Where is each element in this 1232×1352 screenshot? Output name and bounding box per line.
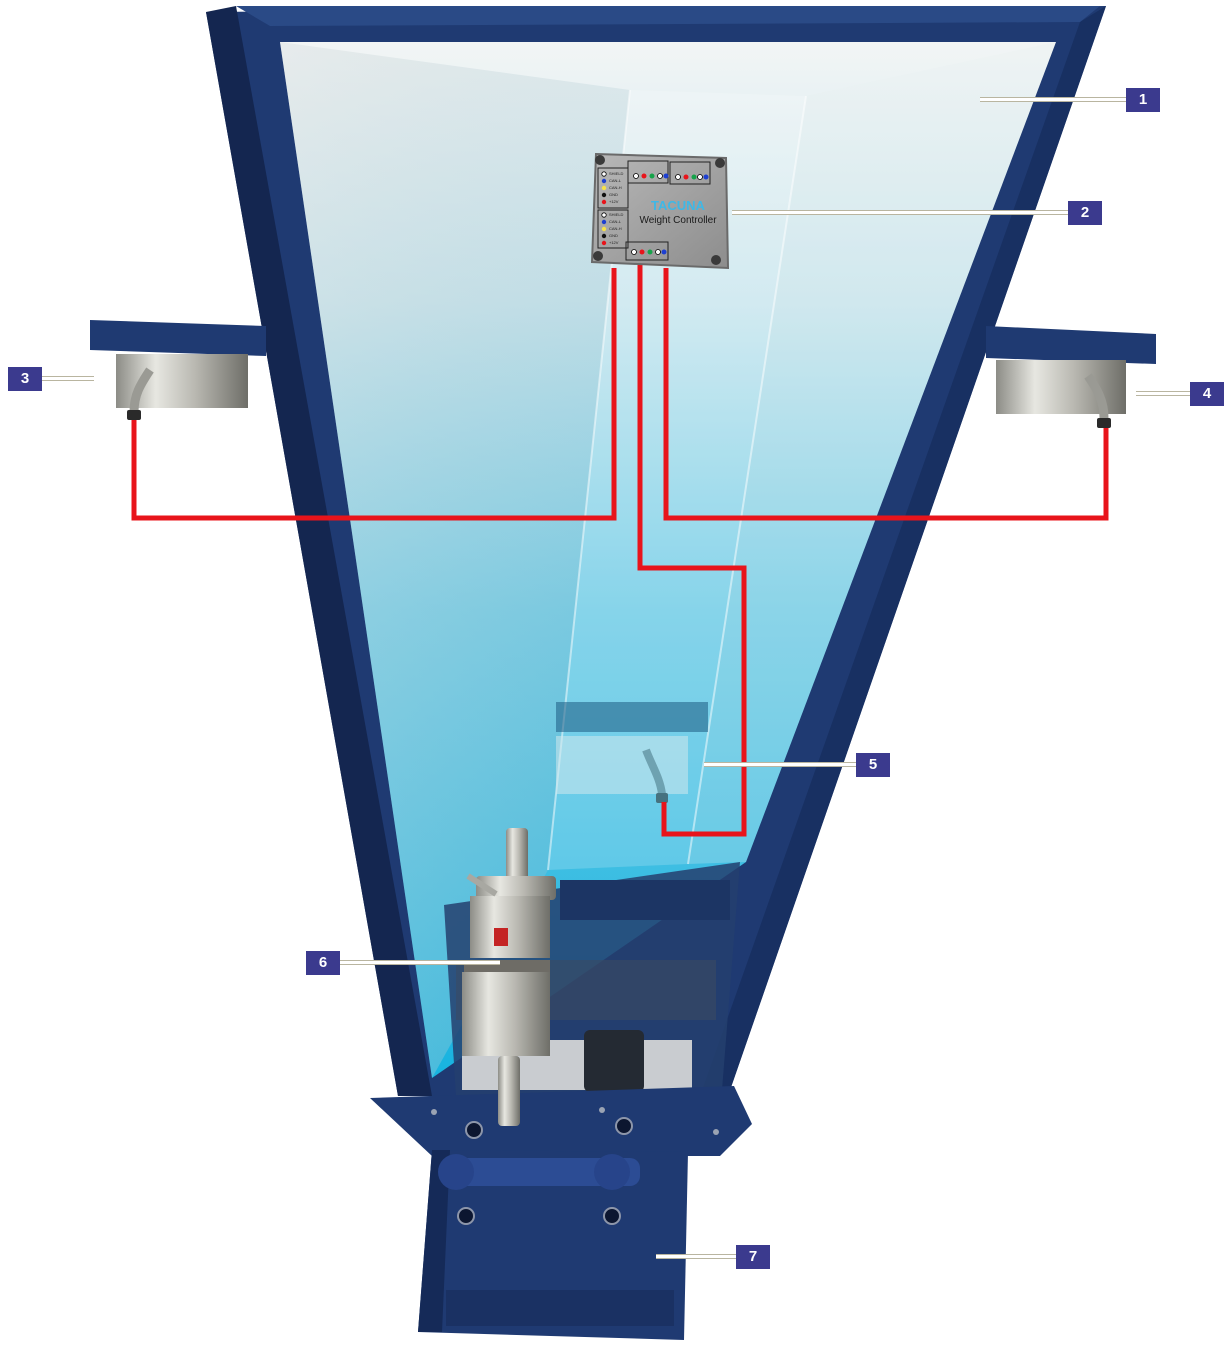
callout-3: 3 — [8, 367, 42, 391]
pin-label-can-h-2: CAN-H — [609, 226, 622, 231]
leader-line-5 — [704, 763, 856, 766]
cable-to-right-cell — [663, 268, 1109, 521]
pin-label-12v: +12V — [609, 199, 619, 204]
pin-label-shield-2: SHIELD — [609, 212, 624, 217]
pin-label-shield: SHIELD — [609, 171, 624, 176]
pin-label-can-l: CAN-L — [609, 178, 622, 183]
leader-line-2 — [732, 211, 1068, 214]
leader-line-4 — [1136, 392, 1190, 395]
callout-6: 6 — [306, 951, 340, 975]
s-type-load-cell — [462, 828, 556, 1126]
controller-brand: TACUNA — [651, 198, 706, 213]
leader-line-6 — [340, 961, 500, 964]
pin-label-can-l-2: CAN-L — [609, 219, 622, 224]
callout-2: 2 — [1068, 201, 1102, 225]
callout-7: 7 — [736, 1245, 770, 1269]
hopper-interior — [280, 42, 1056, 1078]
leader-line-3 — [42, 377, 94, 380]
right-bracket — [986, 326, 1156, 414]
pin-label-12v-2: +12V — [609, 240, 619, 245]
pin-label-gnd: GND — [609, 192, 618, 197]
load-cell-rear — [556, 702, 708, 803]
pin-label-can-h: CAN-H — [609, 185, 622, 190]
load-cell-left — [127, 367, 154, 420]
cable-to-rear-cell — [637, 258, 747, 837]
leader-line-1 — [980, 98, 1126, 101]
controller-name: Weight Controller — [639, 215, 717, 226]
load-cell-right — [1084, 373, 1111, 428]
callout-1: 1 — [1126, 88, 1160, 112]
left-bracket — [90, 320, 266, 408]
cable-to-left-cell — [131, 268, 617, 521]
pin-label-gnd-2: GND — [609, 233, 618, 238]
callout-5: 5 — [856, 753, 890, 777]
leader-line-7 — [656, 1255, 736, 1258]
cables — [131, 258, 1109, 837]
weight-controller: SHIELD CAN-L CAN-H GND +12V SHIELD CAN-L… — [590, 152, 730, 270]
connector-dots — [601, 171, 709, 255]
callout-4: 4 — [1190, 382, 1224, 406]
weighing-base — [370, 1086, 752, 1340]
